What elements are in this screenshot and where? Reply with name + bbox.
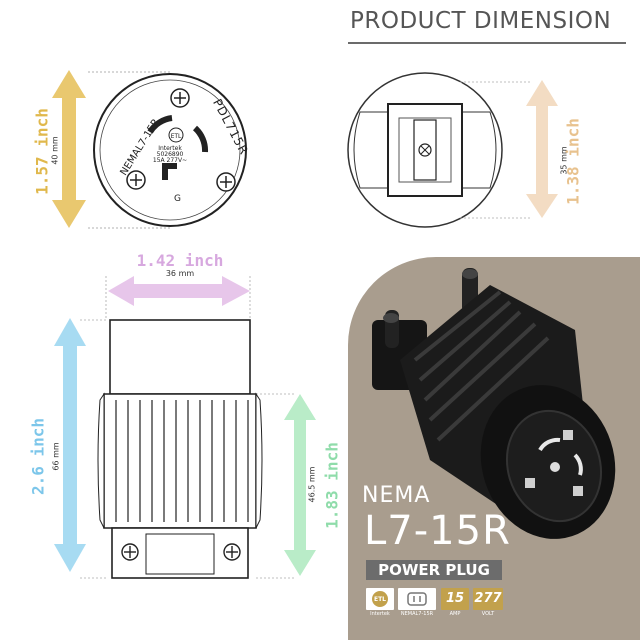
total-height-mm: 66 mm (51, 442, 61, 471)
volt-unit: VOLT (481, 611, 495, 617)
face-text-bottom: G (174, 194, 181, 204)
width-mm: 36 mm (165, 269, 195, 278)
etl-badge: ETL (366, 588, 394, 610)
clamp-screw-icon (121, 543, 241, 561)
front-height-label: 1.57 inch (32, 108, 52, 195)
model-title: L7-15R (364, 508, 511, 554)
body-height-mm: 46.5 mm (307, 466, 317, 503)
grip-ribs (115, 400, 249, 522)
type-banner: POWER PLUG (366, 560, 502, 580)
back-view (347, 72, 558, 228)
volt-value: 277 (473, 588, 503, 610)
etl-badge-icon: ETL (372, 591, 388, 607)
front-face-view: ETL (52, 70, 247, 229)
page-title: PRODUCT DIMENSION (350, 8, 612, 34)
face-cert-line: 15A 277V~ (152, 157, 188, 164)
product-panel (348, 257, 640, 640)
total-height-label: 2.6 inch (28, 417, 48, 496)
side-view (54, 276, 316, 579)
amp-unit: AMP (449, 611, 461, 617)
amp-value: 15 (441, 588, 469, 610)
back-height-arrow (526, 80, 558, 218)
brand-line: NEMA (362, 483, 431, 508)
face-cert-line: 5026890 (156, 151, 184, 158)
cert-badge-caption: Intertek (370, 611, 390, 617)
svg-text:ETL: ETL (171, 133, 182, 140)
face-cert-line: Intertek (158, 145, 182, 152)
front-height-mm: 40 mm (50, 136, 60, 165)
width-arrow (108, 276, 250, 306)
face-screw-icon (126, 88, 236, 192)
body-height-label: 1.83 inch (322, 442, 342, 529)
plug-outline-icon (407, 592, 427, 606)
front-height-arrow (52, 70, 86, 228)
connector-photo (372, 268, 616, 539)
body-height-arrow (284, 394, 316, 576)
back-height-mm: 35 mm (559, 146, 569, 175)
total-height-arrow (54, 318, 86, 572)
face-cert-block: Intertek 5026890 15A 277V~ (150, 146, 190, 164)
title-underline (348, 42, 626, 44)
model-badge-caption: NEMAL7-15R (400, 611, 434, 617)
plug-badge (398, 588, 436, 610)
twist-lock-slots-icon (147, 115, 209, 180)
width-label: 1.42 inch (136, 251, 224, 270)
